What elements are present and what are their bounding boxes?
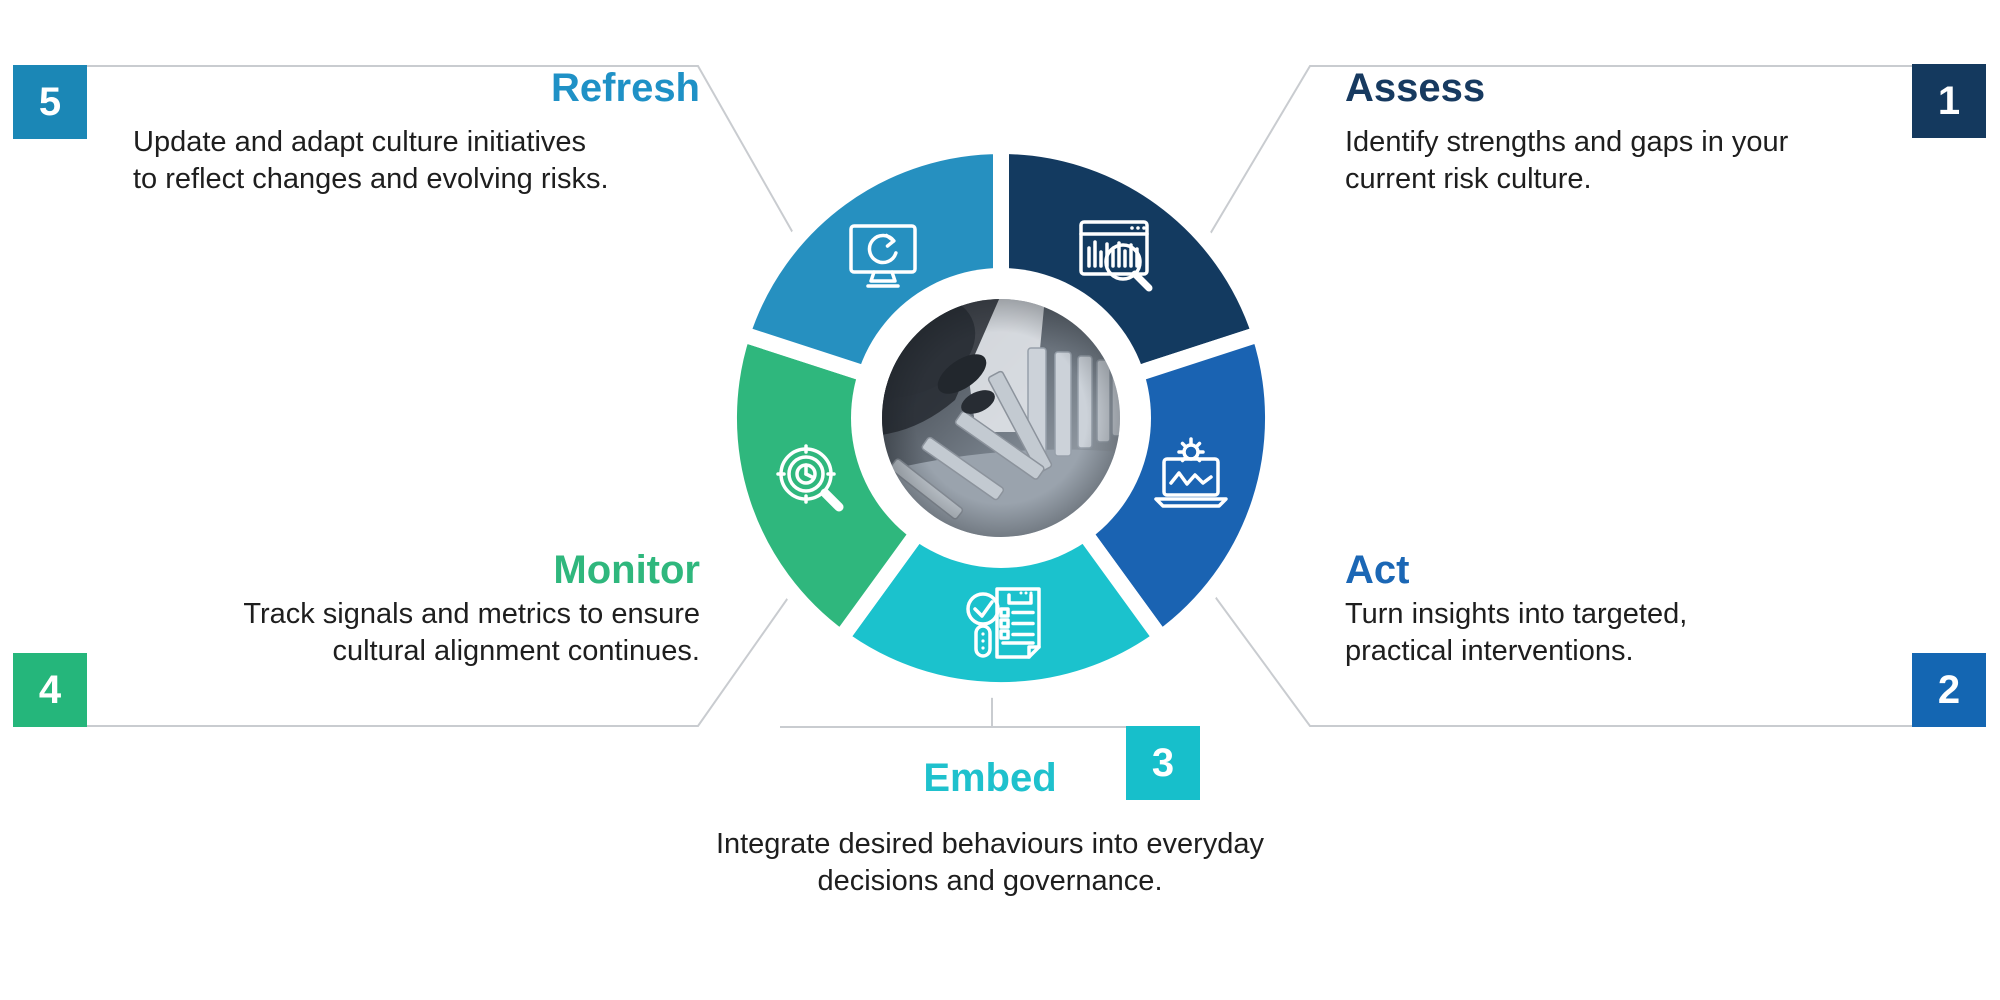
refresh-monitor-arrow-icon bbox=[849, 224, 917, 288]
step-embed-description: Integrate desired behaviours into everyd… bbox=[640, 826, 1340, 900]
description-line: Turn insights into targeted, bbox=[1345, 598, 1688, 630]
description-line: decisions and governance. bbox=[817, 865, 1163, 897]
step-3-badge: 3 bbox=[1126, 726, 1200, 800]
connector-line-top-left bbox=[87, 65, 831, 299]
description-line: Integrate desired behaviours into everyd… bbox=[715, 828, 1265, 860]
step-2-badge: 2 bbox=[1912, 653, 1986, 727]
step-refresh-description: Update and adapt culture initiatives to … bbox=[133, 124, 753, 198]
step-assess-description: Identify strengths and gaps in your curr… bbox=[1345, 124, 1965, 198]
step-4-badge: 4 bbox=[13, 653, 87, 727]
description-line: practical interventions. bbox=[1345, 635, 1634, 667]
description-line: Identify strengths and gaps in your bbox=[1345, 126, 1789, 158]
step-refresh-title: Refresh bbox=[551, 66, 700, 110]
description-line: to reflect changes and evolving risks. bbox=[133, 163, 609, 195]
step-5-badge: 5 bbox=[13, 65, 87, 139]
monitor-target-pie-magnifier-icon bbox=[776, 444, 844, 512]
act-laptop-gear-wave-icon bbox=[1154, 437, 1228, 508]
description-line: Update and adapt culture initiatives bbox=[133, 126, 587, 158]
step-act-title: Act bbox=[1345, 548, 1410, 592]
step-embed-title: Embed bbox=[923, 756, 1057, 800]
description-line: Track signals and metrics to ensure bbox=[243, 598, 700, 630]
step-1-badge: 1 bbox=[1912, 64, 1986, 138]
step-act-description: Turn insights into targeted, practical i… bbox=[1345, 596, 1965, 670]
connector-line-bottom-right bbox=[1171, 537, 1913, 727]
assess-browser-analytics-magnifier-icon bbox=[1079, 220, 1153, 292]
description-line: cultural alignment continues. bbox=[332, 635, 700, 667]
step-assess-title: Assess bbox=[1345, 66, 1486, 110]
dominoes-photo bbox=[882, 299, 1120, 537]
embed-checklist-document-magnifier-icon bbox=[966, 587, 1041, 659]
step-monitor-description: Track signals and metrics to ensure cult… bbox=[80, 596, 700, 670]
connector-line-top-right bbox=[1171, 65, 1913, 299]
step-monitor-title: Monitor bbox=[553, 548, 700, 592]
description-line: current risk culture. bbox=[1345, 163, 1592, 195]
connector-line-bottom-left bbox=[87, 537, 831, 727]
